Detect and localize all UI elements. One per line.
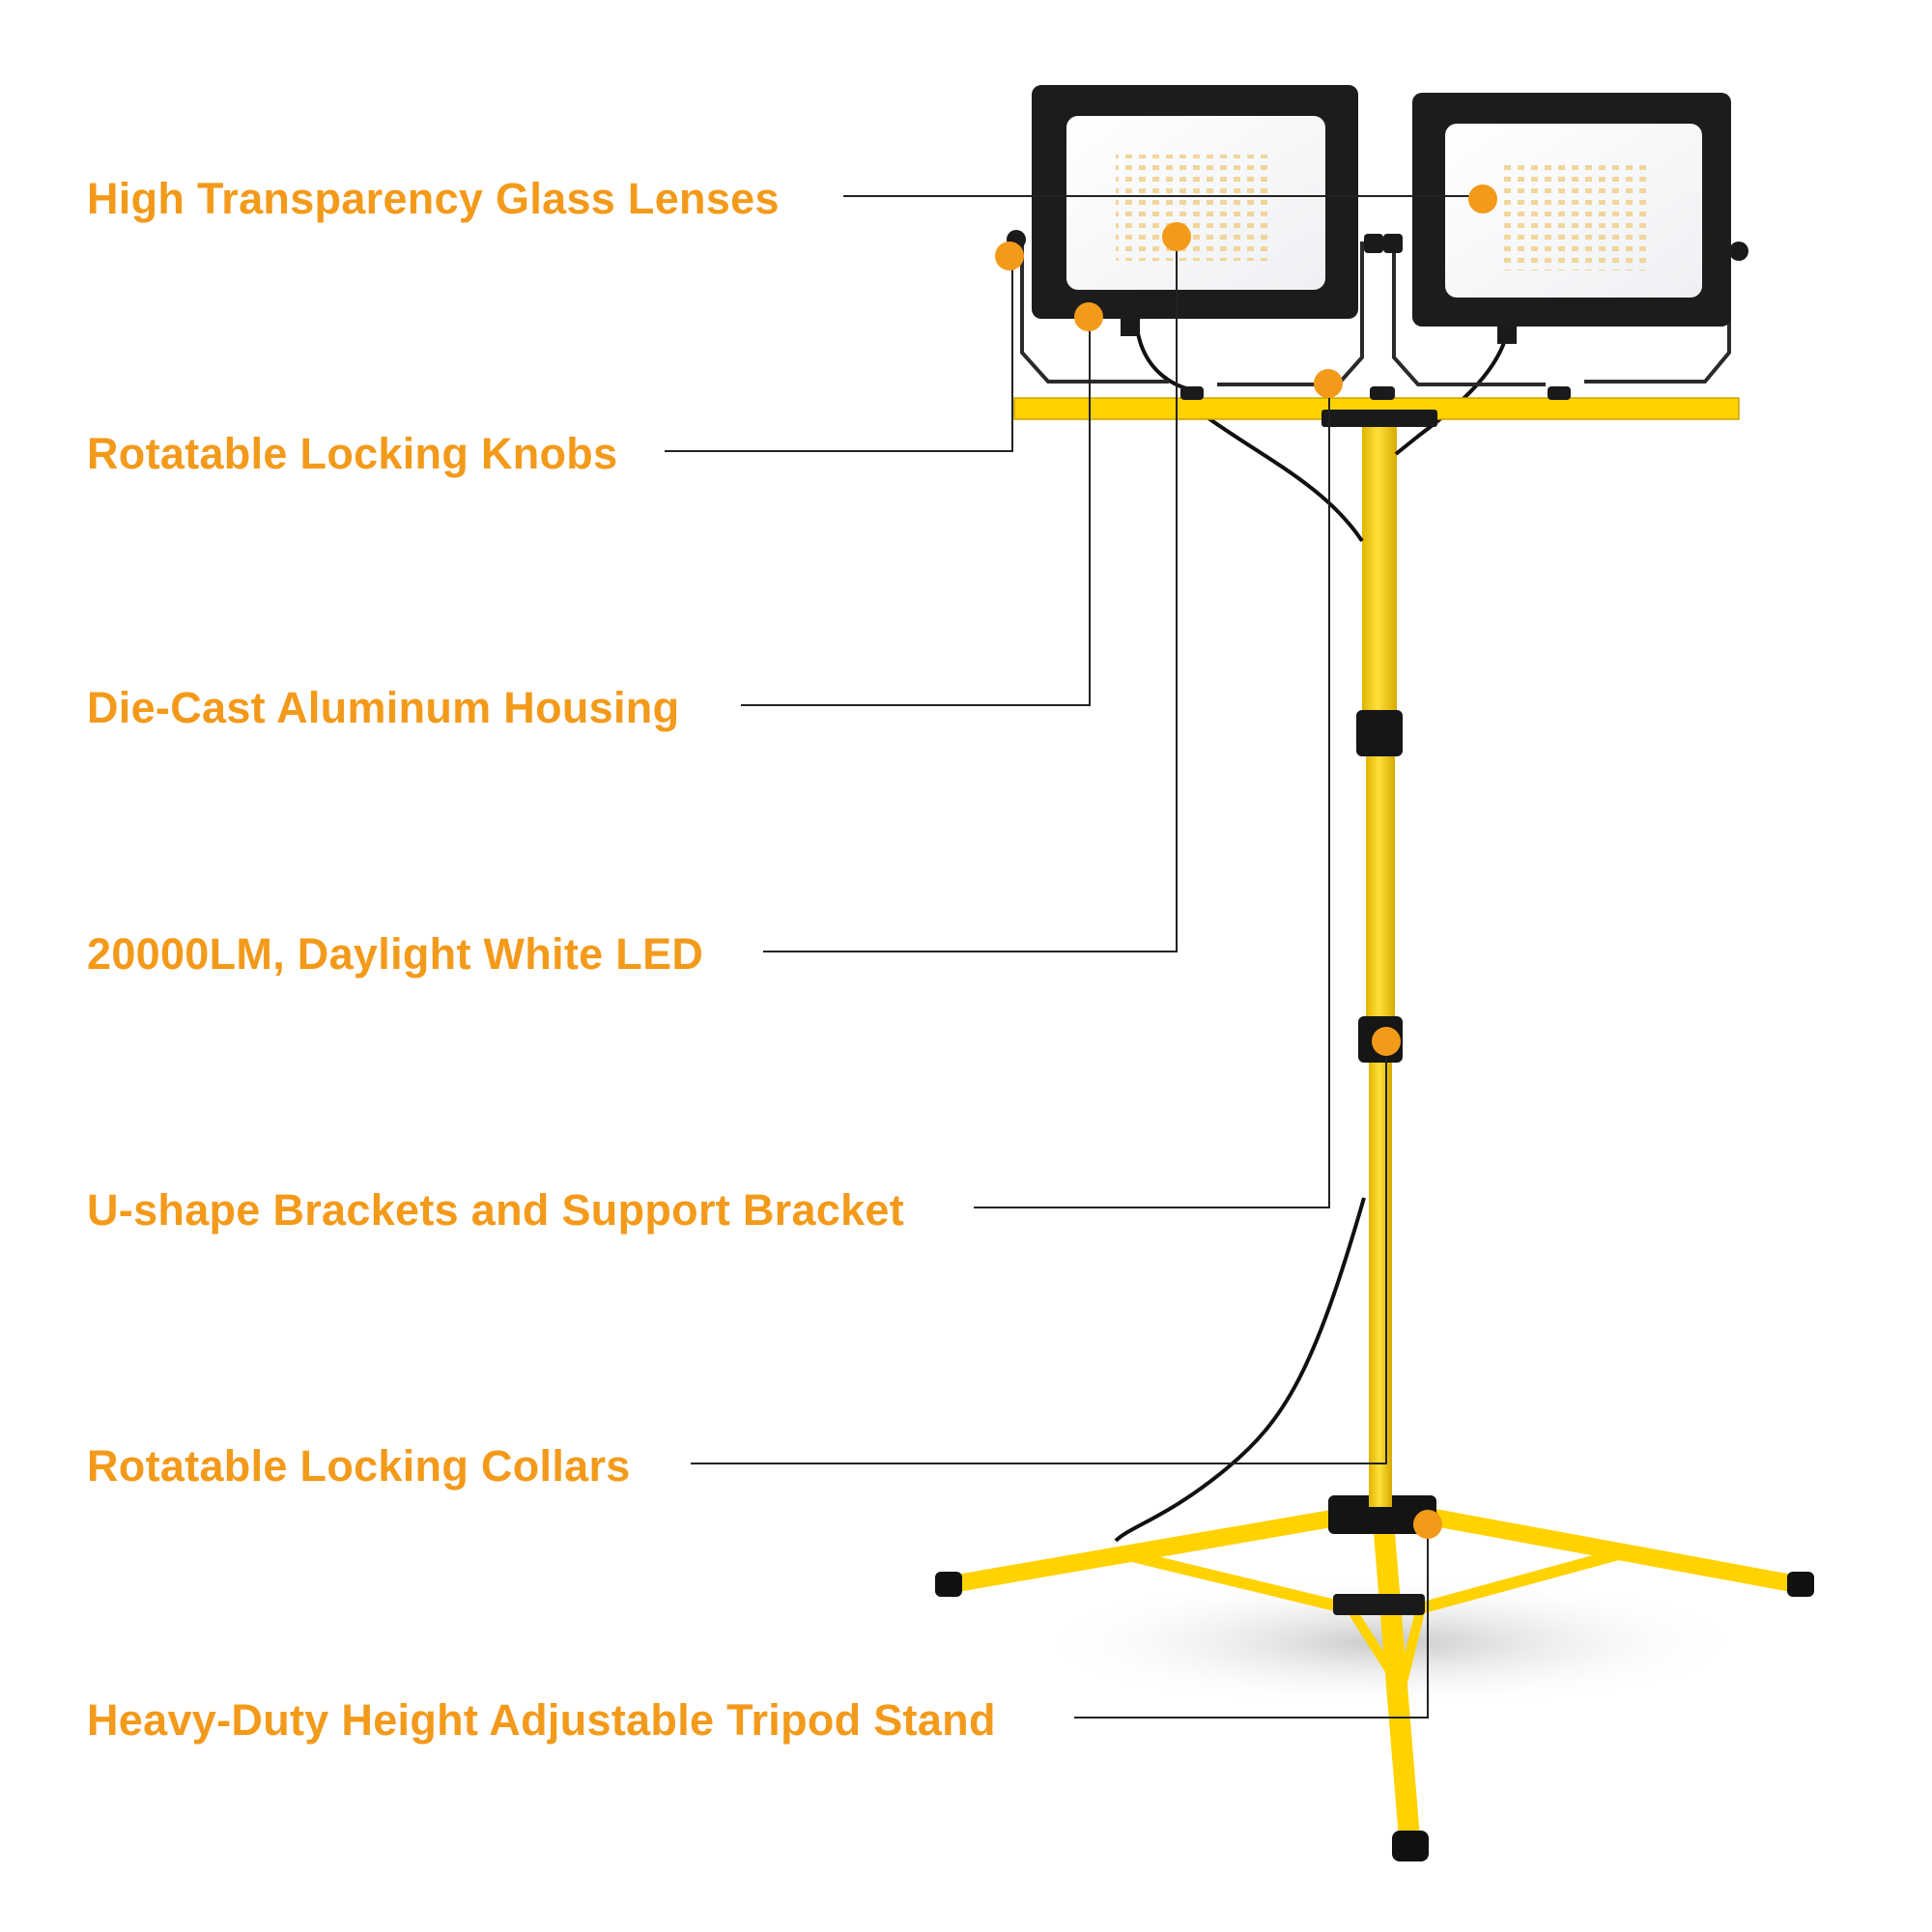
callout-label-tripod-stand: Heavy-Duty Height Adjustable Tripod Stan… [87,1695,996,1745]
marker-locking-collars [1372,1027,1401,1056]
callout-label-brackets: U-shape Brackets and Support Bracket [87,1185,905,1235]
telescopic-pole [1356,415,1403,1507]
marker-led [1162,222,1191,251]
side-knobs [1007,230,1748,261]
leader-brackets [974,384,1330,1208]
marker-tripod-stand [1413,1510,1442,1539]
callout-label-glass-lenses: High Transparency Glass Lenses [87,174,780,223]
leader-locking-collars [691,1041,1387,1464]
marker-aluminum-housing [1074,302,1103,331]
right-flood-light [1412,93,1731,344]
leader-locking-knobs [665,256,1013,452]
callout-label-locking-collars: Rotatable Locking Collars [87,1441,631,1491]
callout-label-led: 20000LM, Daylight White LED [87,929,704,979]
callout-label-aluminum-housing: Die-Cast Aluminum Housing [87,683,680,732]
support-bar [1013,386,1740,427]
left-flood-light [1032,85,1358,336]
leader-tripod-stand [1074,1524,1429,1719]
leader-aluminum-housing [741,317,1091,706]
marker-brackets [1314,369,1343,398]
leader-led [763,240,1178,952]
callout-label-locking-knobs: Rotatable Locking Knobs [87,429,618,478]
marker-locking-knobs [995,242,1024,270]
marker-glass-lenses [1468,185,1497,213]
tripod-stand [935,1495,1814,1861]
callout-markers [995,185,1497,1539]
power-cables [1114,332,1509,1543]
callout-lines [665,195,1483,1719]
